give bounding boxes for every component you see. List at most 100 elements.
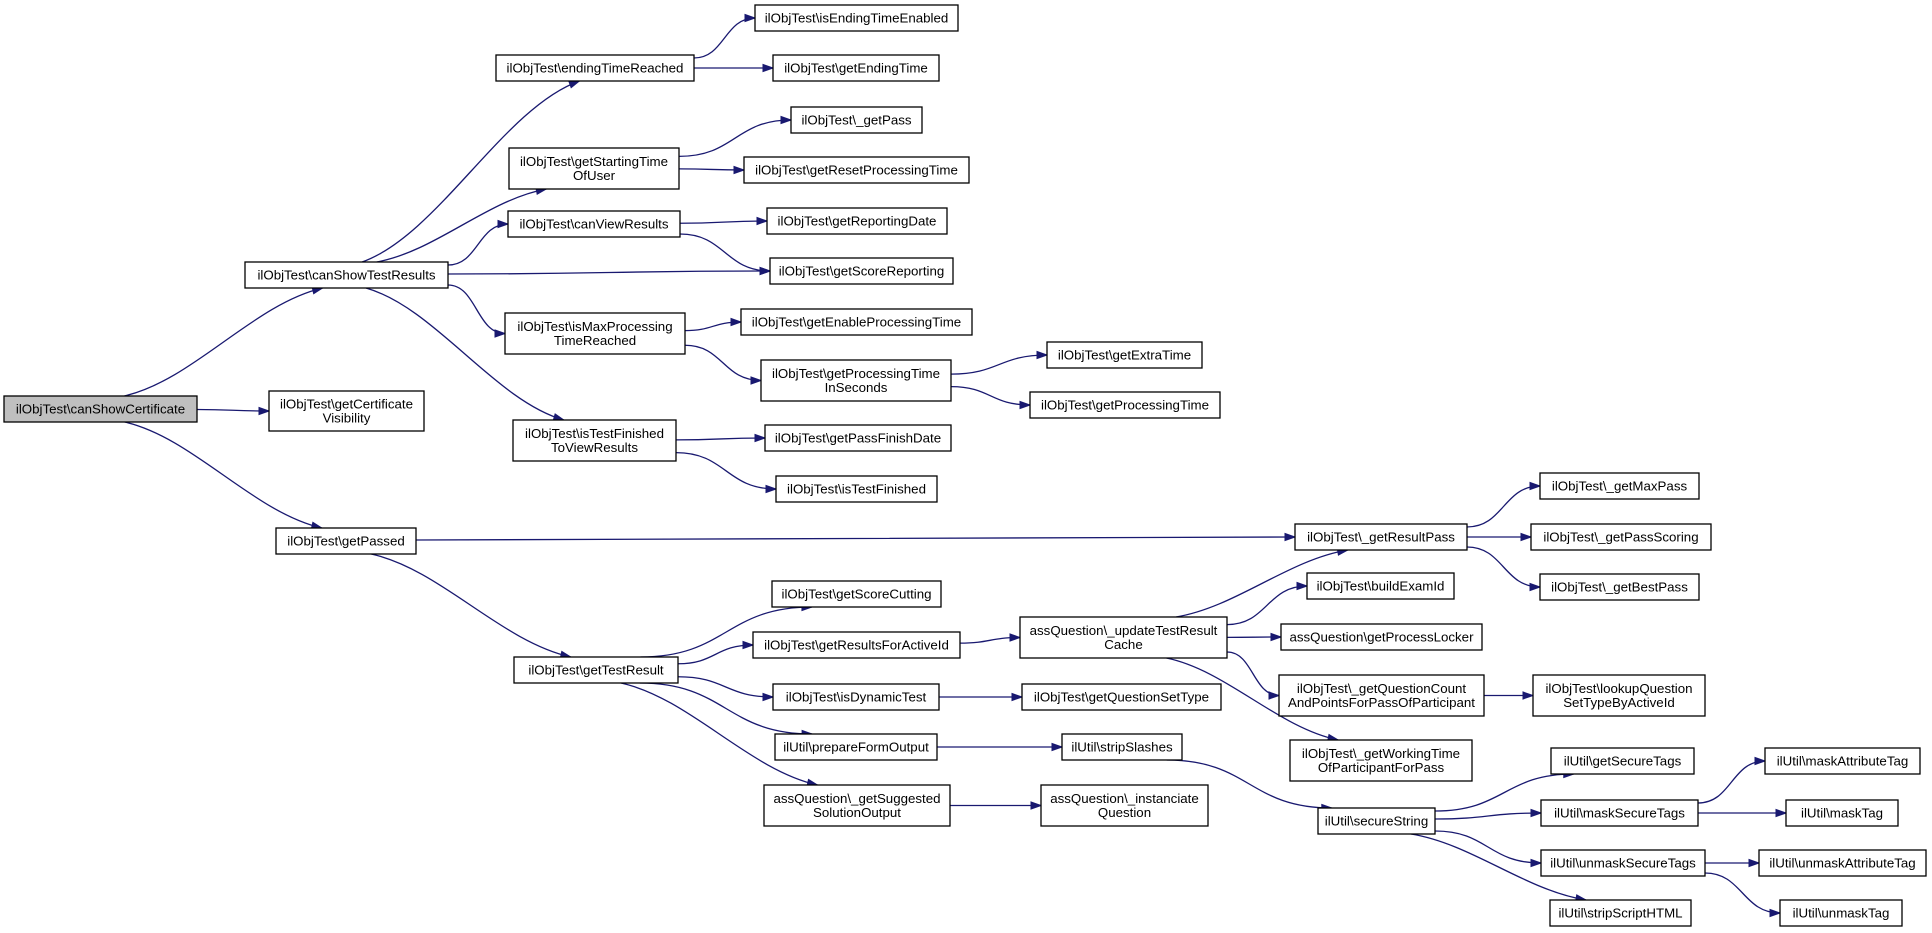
node-label: TimeReached	[554, 333, 636, 348]
node-ending-time-reached[interactable]: ilObjTest\endingTimeReached	[495, 54, 695, 82]
node-label: ilObjTest\_getPass	[801, 113, 911, 128]
node-get-processing-time[interactable]: ilObjTest\getProcessingTime	[1029, 391, 1221, 419]
node-lookup-question-set-type-by-active-id[interactable]: ilObjTest\lookupQuestionSetTypeByActiveI…	[1532, 674, 1706, 717]
node-get-reporting-date[interactable]: ilObjTest\getReportingDate	[766, 207, 948, 235]
node-get-question-set-type[interactable]: ilObjTest\getQuestionSetType	[1021, 683, 1222, 711]
edge-get-test-result-to-is-dynamic-test	[677, 676, 774, 698]
arrowhead	[1270, 632, 1283, 642]
node-mask-tag[interactable]: ilUtil\maskTag	[1785, 799, 1899, 827]
node-get-reset-processing-time[interactable]: ilObjTest\getResetProcessingTime	[743, 156, 970, 184]
node-get-results-for-active-id[interactable]: ilObjTest\getResultsForActiveId	[752, 631, 961, 659]
node-get-result-pass[interactable]: ilObjTest\_getResultPass	[1294, 523, 1468, 551]
node-box	[1779, 899, 1903, 927]
arrowhead	[568, 80, 581, 89]
node-get-passed[interactable]: ilObjTest\getPassed	[275, 527, 417, 555]
node-mask-secure-tags[interactable]: ilUtil\maskSecureTags	[1540, 799, 1699, 827]
node-prepare-form-output[interactable]: ilUtil\prepareFormOutput	[774, 733, 938, 761]
node-label: ilObjTest\getReportingDate	[778, 214, 937, 229]
node-mask-attribute-tag[interactable]: ilUtil\maskAttributeTag	[1764, 747, 1921, 775]
edge-unmask-secure-tags-to-unmask-tag	[1704, 872, 1781, 914]
node-box	[752, 631, 961, 659]
node-box	[1046, 341, 1203, 369]
node-box	[244, 261, 449, 289]
node-box	[507, 210, 681, 238]
node-label: ilObjTest\isDynamicTest	[786, 690, 927, 705]
node-strip-slashes[interactable]: ilUtil\stripSlashes	[1061, 733, 1183, 761]
arrowhead	[1775, 808, 1788, 818]
node-get-secure-tags[interactable]: ilUtil\getSecureTags	[1550, 747, 1695, 775]
node-get-enable-processing-time[interactable]: ilObjTest\getEnableProcessingTime	[740, 308, 973, 336]
node-get-question-count-and-points-for-pass-of-participant[interactable]: ilObjTest\_getQuestionCountAndPointsForP…	[1278, 674, 1485, 717]
node-box	[1306, 572, 1455, 600]
node-box	[508, 147, 680, 190]
edge-get-starting-time-of-user-to-get-pass	[678, 119, 792, 158]
node-get-pass-scoring[interactable]: ilObjTest\_getPassScoring	[1530, 523, 1712, 551]
arrowhead	[765, 484, 778, 494]
node-get-pass-finish-date[interactable]: ilObjTest\getPassFinishDate	[764, 424, 952, 452]
node-build-exam-id[interactable]: ilObjTest\buildExamId	[1306, 572, 1455, 600]
node-label: AndPointsForPassOfParticipant	[1288, 695, 1475, 710]
arrowhead	[1296, 581, 1309, 591]
edge-is-test-finished-to-view-results-to-get-pass-finish-date	[675, 437, 766, 441]
node-is-test-finished[interactable]: ilObjTest\isTestFinished	[775, 475, 938, 503]
node-box	[775, 475, 938, 503]
edge-can-show-test-results-to-ending-time-reached	[361, 80, 580, 263]
node-get-process-locker[interactable]: assQuestion\getProcessLocker	[1280, 623, 1483, 651]
arrowhead	[1530, 808, 1543, 818]
arrowhead	[1522, 691, 1535, 700]
node-box	[1029, 391, 1221, 419]
node-get-score-cutting[interactable]: ilObjTest\getScoreCutting	[771, 580, 942, 608]
node-unmask-secure-tags[interactable]: ilUtil\unmaskSecureTags	[1540, 849, 1706, 877]
node-can-show-certificate[interactable]: ilObjTest\canShowCertificate	[3, 395, 198, 423]
node-get-extra-time[interactable]: ilObjTest\getExtraTime	[1046, 341, 1203, 369]
edge-is-test-finished-to-view-results-to-is-test-finished	[675, 451, 777, 490]
node-box	[774, 733, 938, 761]
node-strip-script-html[interactable]: ilUtil\stripScriptHTML	[1549, 899, 1692, 927]
arrowhead	[733, 165, 746, 175]
node-box	[1280, 623, 1483, 651]
nodes-layer: ilObjTest\canShowCertificate ilObjTest\ca…	[3, 4, 1927, 927]
node-label: ilObjTest\getResetProcessingTime	[755, 163, 958, 178]
node-label: ilObjTest\endingTimeReached	[507, 61, 684, 76]
edge-get-test-result-to-get-score-cutting	[640, 606, 812, 658]
arrowhead	[497, 219, 510, 229]
node-get-max-pass[interactable]: ilObjTest\_getMaxPass	[1539, 472, 1700, 500]
node-label: ToViewResults	[551, 440, 638, 455]
node-unmask-tag[interactable]: ilUtil\unmaskTag	[1779, 899, 1903, 927]
edge-can-show-test-results-to-get-score-reporting	[447, 270, 771, 275]
node-box	[1278, 674, 1485, 717]
node-can-view-results[interactable]: ilObjTest\canViewResults	[507, 210, 681, 238]
node-can-show-test-results[interactable]: ilObjTest\canShowTestResults	[244, 261, 449, 289]
edge-secure-string-to-get-secure-tags	[1434, 773, 1574, 812]
node-get-working-time-of-participant-for-pass[interactable]: ilObjTest\_getWorkingTimeOfParticipantFo…	[1289, 739, 1473, 782]
node-is-dynamic-test[interactable]: ilObjTest\isDynamicTest	[772, 683, 940, 711]
arrowhead	[1268, 691, 1281, 700]
node-box	[766, 207, 948, 235]
node-label: ilUtil\maskSecureTags	[1554, 806, 1685, 821]
node-get-best-pass[interactable]: ilObjTest\_getBestPass	[1539, 573, 1700, 601]
node-label: ilUtil\unmaskTag	[1793, 906, 1890, 921]
node-label: ilUtil\secureString	[1325, 814, 1428, 829]
node-label: assQuestion\_updateTestResult	[1030, 623, 1218, 638]
node-label: ilObjTest\buildExamId	[1317, 579, 1445, 594]
node-get-test-result[interactable]: ilObjTest\getTestResult	[513, 656, 679, 684]
node-unmask-attribute-tag[interactable]: ilUtil\unmaskAttributeTag	[1758, 849, 1927, 877]
node-label: assQuestion\getProcessLocker	[1289, 630, 1474, 645]
node-secure-string[interactable]: ilUtil\secureString	[1317, 807, 1436, 835]
node-is-ending-time-enabled[interactable]: ilObjTest\isEndingTimeEnabled	[754, 4, 959, 32]
node-box	[1061, 733, 1183, 761]
arrowhead	[762, 692, 775, 702]
edge-get-passed-to-get-result-pass	[415, 536, 1296, 541]
node-get-pass[interactable]: ilObjTest\_getPass	[790, 106, 923, 134]
node-get-score-reporting[interactable]: ilObjTest\getScoreReporting	[769, 257, 954, 285]
edge-can-show-test-results-to-can-view-results	[447, 223, 509, 266]
node-get-ending-time[interactable]: ilObjTest\getEndingTime	[772, 54, 940, 82]
